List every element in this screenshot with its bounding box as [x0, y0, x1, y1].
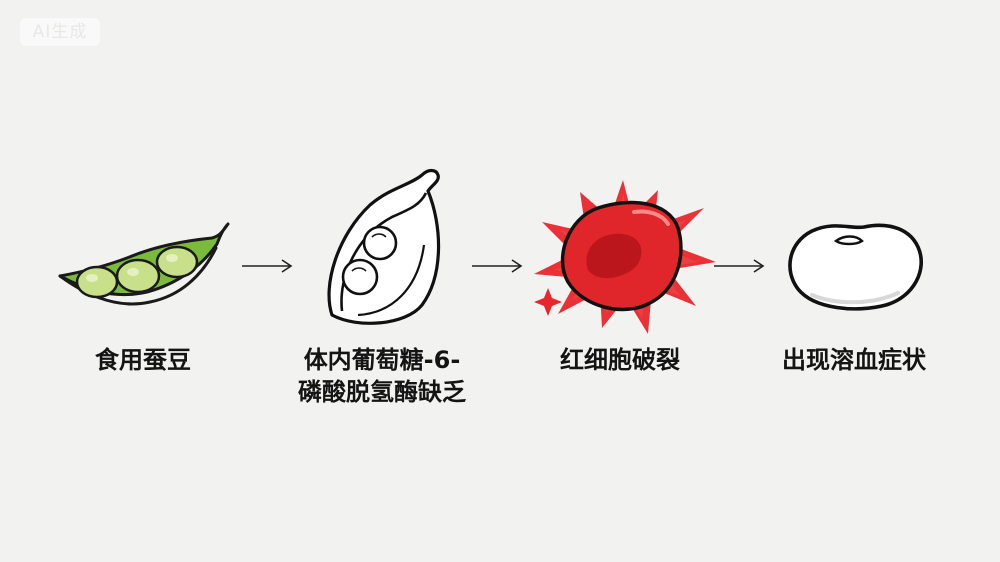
white-bean-icon — [788, 223, 923, 311]
step-2-label-line-2: 磷酸脱氢酶缺乏 — [298, 378, 466, 406]
step-3-label: 红细胞破裂 — [560, 346, 680, 374]
open-pod-outline-icon — [327, 168, 441, 325]
step-2-label-line-1: 体内葡萄糖-6- — [303, 346, 461, 374]
bursting-red-blood-cell-icon — [534, 180, 716, 334]
ai-generated-badge: AI生成 — [20, 18, 100, 46]
arrow-right-icon — [714, 259, 765, 273]
arrow-right-icon — [472, 259, 523, 273]
arrow-right-icon — [242, 259, 293, 273]
step-4-label: 出现溶血症状 — [782, 346, 926, 374]
step-1-label: 食用蚕豆 — [95, 346, 191, 374]
green-bean-pod-icon — [58, 222, 230, 306]
